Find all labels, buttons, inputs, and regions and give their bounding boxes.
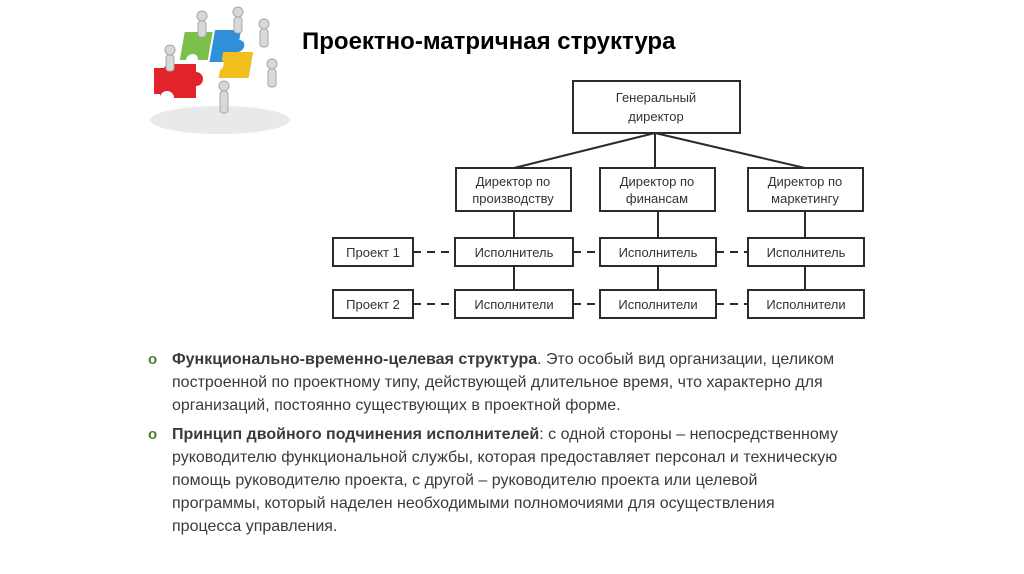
bullet-term: Принцип двойного подчинения исполнителей [172, 426, 540, 443]
executors-box: Исполнители [747, 289, 865, 319]
bullet-marker: o [148, 351, 158, 368]
director-finance-line2: финансам [626, 191, 688, 206]
bullet-term: Функционально-временно-целевая структура [172, 351, 538, 368]
executors-label: Исполнители [474, 297, 553, 312]
general-director-box: Генеральный директор [572, 80, 741, 134]
executors-label: Исполнители [618, 297, 697, 312]
executor-box: Исполнитель [747, 237, 865, 267]
executor-label: Исполнитель [619, 245, 698, 260]
director-marketing-line1: Директор по [768, 174, 843, 189]
puzzle-people-illustration [150, 6, 290, 134]
org-chart: Генеральный директор Директор по произво… [332, 80, 865, 319]
executors-box: Исполнители [454, 289, 574, 319]
bullet-item: o Принцип двойного подчинения исполнител… [148, 423, 848, 538]
executors-box: Исполнители [599, 289, 717, 319]
bullet-list: o Функционально-временно-целевая структу… [148, 348, 848, 544]
connector [513, 132, 656, 169]
project-2-label: Проект 2 [346, 297, 400, 312]
director-production-line1: Директор по [476, 174, 551, 189]
project-1-box: Проект 1 [332, 237, 414, 267]
bullet-marker: o [148, 426, 158, 443]
bullet-item: o Функционально-временно-целевая структу… [148, 348, 848, 417]
page-title: Проектно-матричная структура [302, 28, 676, 55]
director-production-line2: производству [472, 191, 554, 206]
executor-label: Исполнитель [767, 245, 846, 260]
project-1-label: Проект 1 [346, 245, 400, 260]
executors-label: Исполнители [766, 297, 845, 312]
executor-box: Исполнитель [599, 237, 717, 267]
director-box-production: Директор по производству [455, 167, 572, 212]
director-box-finance: Директор по финансам [599, 167, 716, 212]
project-2-box: Проект 2 [332, 289, 414, 319]
connector [654, 132, 806, 169]
director-marketing-line2: маркетингу [771, 191, 839, 206]
general-director-line1: Генеральный [616, 90, 696, 105]
bullet-text: : с одной стороны – непосредственному ру… [172, 426, 838, 535]
executor-label: Исполнитель [475, 245, 554, 260]
executor-box: Исполнитель [454, 237, 574, 267]
general-director-line2: директор [628, 109, 683, 124]
director-finance-line1: Директор по [620, 174, 695, 189]
bullet-text: . Это особый вид организации, целиком по… [172, 351, 835, 414]
director-box-marketing: Директор по маркетингу [747, 167, 864, 212]
